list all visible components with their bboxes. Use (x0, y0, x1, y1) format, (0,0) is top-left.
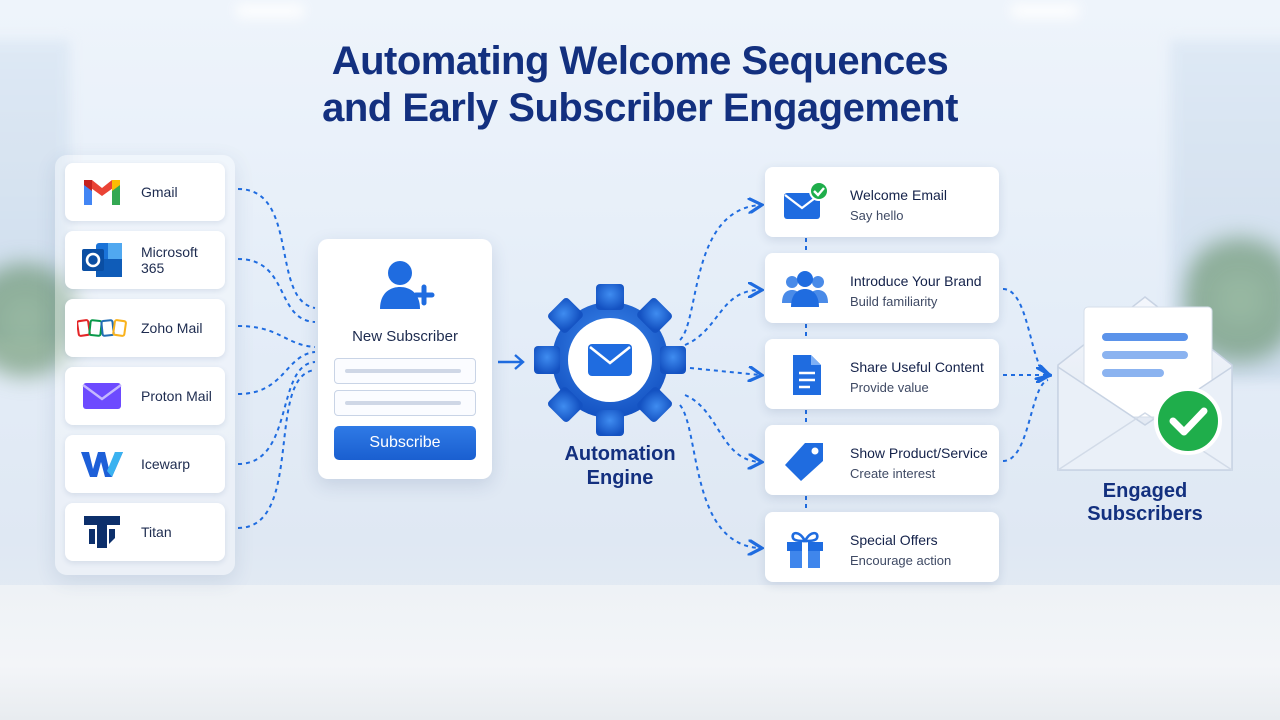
subscribe-button[interactable]: Subscribe (334, 426, 476, 460)
provider-name: Proton Mail (141, 388, 212, 404)
step-welcome-email: Welcome Email Say hello (765, 167, 999, 237)
connector-zoho (237, 325, 316, 348)
email-providers-panel: Gmail Microsoft 365 Zoho Mail (55, 155, 235, 575)
table-surface (0, 585, 1280, 720)
automation-engine-label: Automation Engine (540, 442, 700, 490)
ceiling-light (235, 4, 305, 18)
gear-envelope-icon (534, 284, 686, 436)
proton-mail-icon (77, 380, 127, 412)
result-label-line-2: Subscribers (1087, 503, 1203, 525)
connector-engine-content (689, 368, 760, 375)
step-title: Show Product/Service (850, 445, 988, 461)
provider-name: Microsoft 365 (140, 244, 198, 276)
engine-label-line-1: Automation (564, 443, 676, 465)
step-title: Introduce Your Brand (850, 273, 982, 289)
connector-brand-result (1002, 288, 1048, 375)
open-envelope-check-icon (1057, 296, 1233, 471)
step-description: Build familiarity (850, 294, 938, 309)
provider-name: Zoho Mail (141, 320, 203, 336)
connector-icewarp (237, 361, 316, 465)
step-description: Provide value (850, 380, 929, 395)
people-icon (782, 271, 828, 307)
step-title: Share Useful Content (850, 359, 984, 375)
step-share-content: Share Useful Content Provide value (765, 339, 999, 409)
add-user-icon (380, 261, 435, 309)
connector-engine-brand (684, 290, 760, 346)
connector-engine-welcome (679, 205, 760, 341)
name-input[interactable] (334, 358, 476, 384)
outlook-icon (77, 241, 127, 279)
provider-zoho-mail: Zoho Mail (65, 299, 225, 357)
form-title: New Subscriber (352, 328, 458, 345)
step-title: Special Offers (850, 532, 938, 548)
zoho-icon (77, 317, 127, 339)
ceiling-light (1010, 4, 1080, 18)
step-show-product: Show Product/Service Create interest (765, 425, 999, 495)
step-description: Create interest (850, 466, 936, 481)
connector-engine-product (684, 394, 760, 462)
connector-gmail (237, 188, 316, 309)
arrow-form-to-engine (498, 354, 525, 370)
new-subscriber-form: New Subscriber Subscribe (318, 239, 492, 479)
titan-icon (77, 514, 127, 550)
engine-label-line-2: Engine (586, 467, 654, 489)
step-description: Say hello (850, 208, 904, 223)
provider-gmail: Gmail (65, 163, 225, 221)
gift-icon (787, 531, 823, 568)
icewarp-icon (77, 449, 127, 479)
email-input[interactable] (334, 390, 476, 416)
connector-product-result (1002, 379, 1049, 462)
title-line-1: Automating Welcome Sequences (331, 39, 949, 83)
connector-engine-offers (679, 404, 760, 548)
document-icon (793, 355, 821, 395)
step-introduce-brand: Introduce Your Brand Build familiarity (765, 253, 999, 323)
provider-name: Titan (141, 524, 172, 540)
provider-name: Gmail (141, 184, 178, 200)
step-special-offers: Special Offers Encourage action (765, 512, 999, 582)
provider-name: Icewarp (141, 456, 191, 472)
connector-microsoft365 (237, 258, 316, 323)
result-label-line-1: Engaged (1102, 480, 1188, 502)
connector-titan (237, 369, 316, 529)
provider-proton-mail: Proton Mail (65, 367, 225, 425)
diagram-title: Automating Welcome Sequences and Early S… (0, 38, 1280, 132)
provider-microsoft-365: Microsoft 365 (65, 231, 225, 289)
gmail-icon (77, 177, 127, 207)
connector-proton (237, 351, 316, 395)
engaged-subscribers-label: Engaged Subscribers (1070, 480, 1220, 526)
step-description: Encourage action (850, 553, 952, 568)
title-line-2: and Early Subscriber Engagement (322, 86, 958, 130)
envelope-check-icon (784, 181, 829, 219)
provider-icewarp: Icewarp (65, 435, 225, 493)
provider-titan: Titan (65, 503, 225, 561)
step-title: Welcome Email (850, 187, 947, 203)
tag-icon (785, 443, 823, 481)
